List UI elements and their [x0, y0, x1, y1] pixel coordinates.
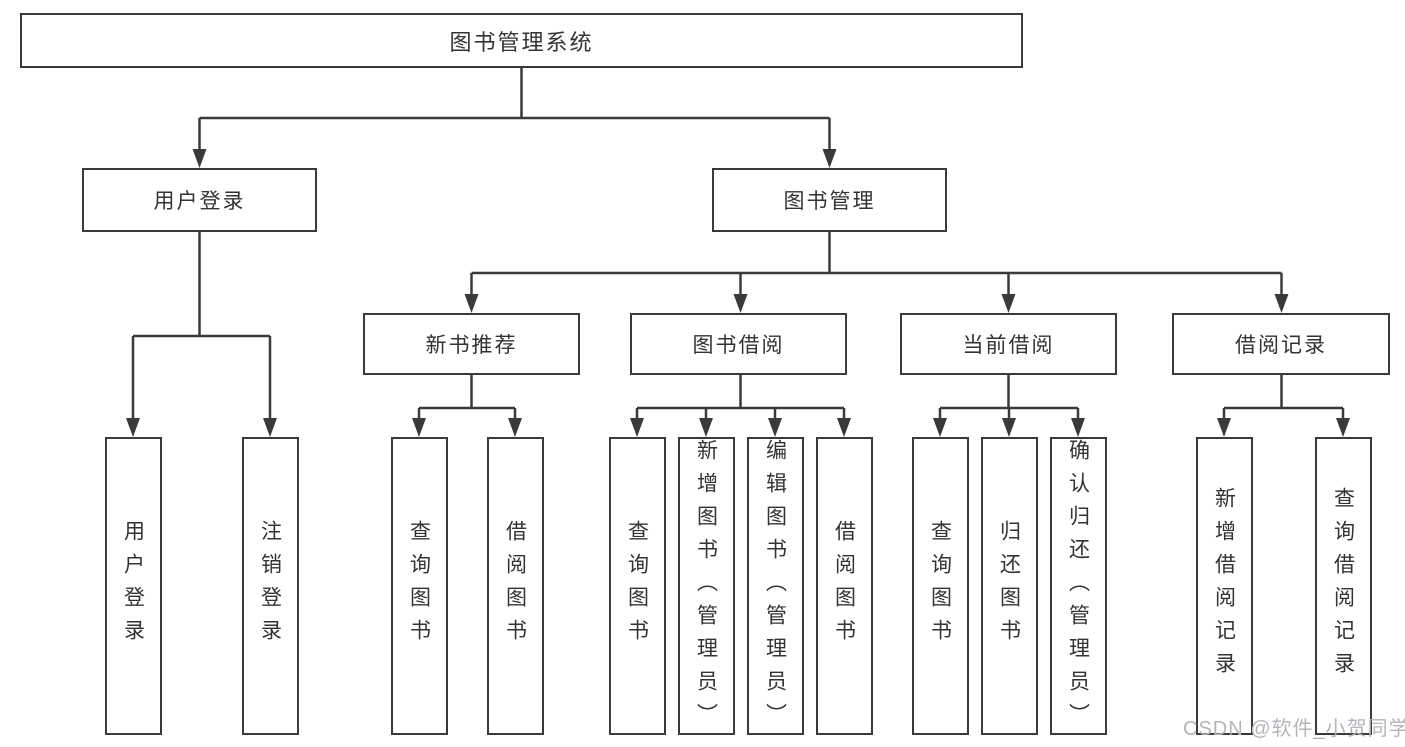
leaf-query-borrow-record-label: 查询借阅记录: [1331, 487, 1355, 685]
leaf-add-borrow-record: 新增借阅记录: [1195, 437, 1253, 735]
leaf-add-books-label: 新增图书（管理员）: [694, 439, 718, 736]
leaf-user-login: 用户登录: [104, 437, 162, 735]
leaf-confirm-return: 确认归还（管理员）: [1049, 437, 1107, 736]
leaf-add-books: 新增图书（管理员）: [677, 437, 735, 736]
node-root: 图书管理系统: [20, 13, 1023, 68]
node-root-label: 图书管理系统: [449, 29, 594, 55]
leaf-logout-label: 注销登录: [258, 520, 282, 652]
watermark: CSDN @软件_小贺同学: [1183, 718, 1405, 740]
leaf-query-books-1: 查询图书: [390, 437, 448, 735]
node-new-book-rec-label: 新书推荐: [425, 334, 518, 357]
node-current-borrow-label: 当前借阅: [962, 334, 1055, 357]
leaf-query-books-3: 查询图书: [911, 437, 969, 735]
leaf-edit-books: 编辑图书（管理员）: [746, 437, 804, 736]
leaf-edit-books-label: 编辑图书（管理员）: [763, 439, 787, 736]
leaf-confirm-return-label: 确认归还（管理员）: [1066, 439, 1090, 736]
leaf-query-books-2-label: 查询图书: [625, 520, 649, 652]
leaf-query-books-3-label: 查询图书: [928, 520, 952, 652]
node-book-mgmt: 图书管理: [712, 168, 947, 232]
leaf-add-borrow-record-label: 新增借阅记录: [1212, 487, 1236, 685]
node-book-borrow: 图书借阅: [630, 313, 847, 375]
node-book-mgmt-label: 图书管理: [783, 190, 876, 213]
node-new-book-rec: 新书推荐: [363, 313, 580, 375]
node-user-login-label: 用户登录: [153, 190, 246, 213]
node-book-borrow-label: 图书借阅: [692, 334, 785, 357]
leaf-user-login-label: 用户登录: [121, 520, 145, 652]
leaf-query-books-1-label: 查询图书: [407, 520, 431, 652]
leaf-logout: 注销登录: [241, 437, 299, 735]
leaf-return-books: 归还图书: [980, 437, 1038, 735]
node-borrow-records: 借阅记录: [1172, 313, 1390, 375]
leaf-borrow-books-2-label: 借阅图书: [832, 520, 856, 652]
node-user-login: 用户登录: [82, 168, 317, 232]
leaf-borrow-books-1: 借阅图书: [486, 437, 544, 735]
leaf-borrow-books-1-label: 借阅图书: [503, 520, 527, 652]
node-borrow-records-label: 借阅记录: [1235, 334, 1327, 357]
leaf-return-books-label: 归还图书: [997, 520, 1021, 652]
leaf-query-books-2: 查询图书: [608, 437, 666, 735]
node-current-borrow: 当前借阅: [900, 313, 1117, 375]
leaf-borrow-books-2: 借阅图书: [815, 437, 873, 735]
leaf-query-borrow-record: 查询借阅记录: [1314, 437, 1372, 735]
